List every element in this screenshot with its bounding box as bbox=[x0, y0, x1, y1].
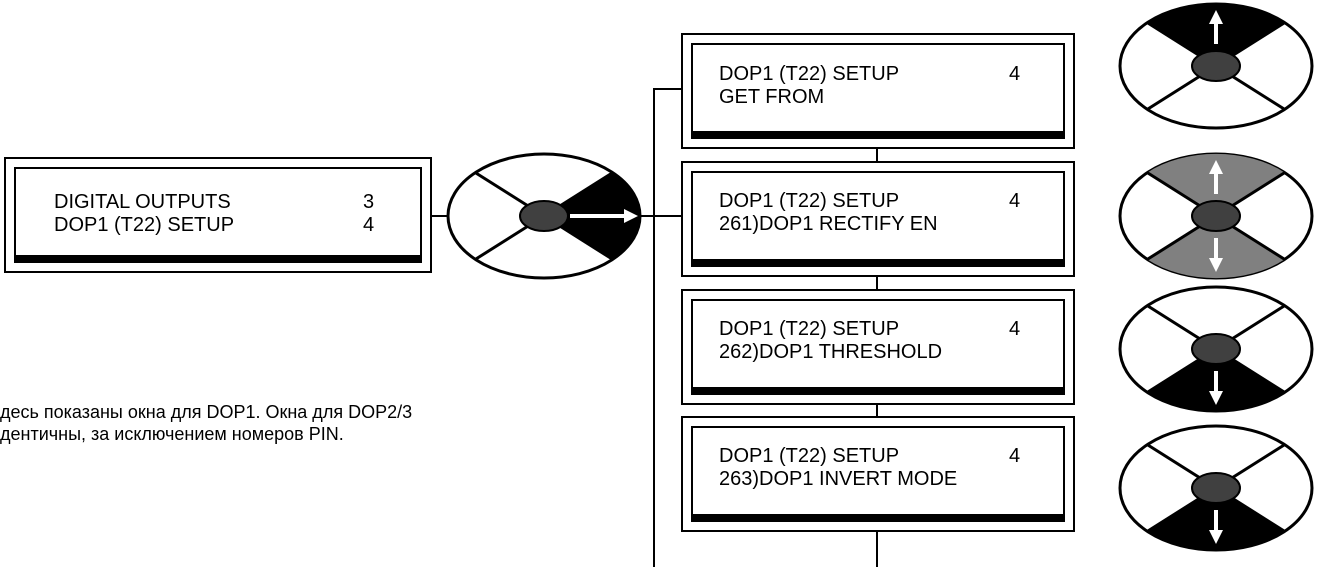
keypad-up-down-arrows-icon bbox=[1118, 152, 1314, 280]
display-frame bbox=[691, 426, 1065, 522]
keypad-down-arrow-icon bbox=[1118, 424, 1314, 552]
display-line-2: DOP1 (T22) SETUP bbox=[54, 214, 235, 236]
chain-link-4 bbox=[876, 530, 878, 567]
bus-branch-get-from bbox=[653, 88, 683, 90]
note-text: десь показаны окна для DOP1. Окна для DO… bbox=[0, 401, 420, 445]
display-line-2: GET FROM bbox=[719, 86, 825, 108]
display-invert-mode: DOP1 (T22) SETUP 4 263)DOP1 INVERT MODE bbox=[681, 416, 1075, 532]
display-frame bbox=[691, 43, 1065, 139]
display-line-1: DOP1 (T22) SETUP bbox=[719, 190, 900, 212]
chain-link-3 bbox=[876, 403, 878, 419]
display-line-1-number: 4 bbox=[1009, 190, 1021, 212]
keypad-right-arrow-icon bbox=[446, 152, 642, 280]
display-threshold: DOP1 (T22) SETUP 4 262)DOP1 THRESHOLD bbox=[681, 289, 1075, 405]
display-line-1-number: 4 bbox=[1009, 318, 1021, 340]
chain-link-2 bbox=[876, 275, 878, 291]
display-line-1: DIGITAL OUTPUTS bbox=[54, 191, 231, 213]
connector-keypad-to-bus bbox=[641, 215, 654, 217]
display-line-1-number: 4 bbox=[1009, 63, 1021, 85]
note-line-1: десь показаны окна для DOP1. Окна для DO… bbox=[0, 402, 413, 422]
display-line-2: 263)DOP1 INVERT MODE bbox=[719, 468, 958, 490]
display-frame bbox=[14, 167, 422, 263]
display-rectify-en: DOP1 (T22) SETUP 4 261)DOP1 RECTIFY EN bbox=[681, 161, 1075, 277]
display-line-2: 261)DOP1 RECTIFY EN bbox=[719, 213, 938, 235]
bus-branch-rectify bbox=[653, 215, 683, 217]
display-line-1: DOP1 (T22) SETUP bbox=[719, 318, 900, 340]
display-line-1-number: 3 bbox=[363, 191, 375, 213]
vertical-bus bbox=[653, 88, 655, 567]
keypad-down-arrow-icon bbox=[1118, 285, 1314, 413]
display-line-2-number: 4 bbox=[363, 214, 375, 236]
display-get-from: DOP1 (T22) SETUP 4 GET FROM bbox=[681, 33, 1075, 149]
menu-display-digital-outputs: DIGITAL OUTPUTS 3 DOP1 (T22) SETUP 4 bbox=[4, 157, 432, 273]
keypad-up-arrow-icon bbox=[1118, 2, 1314, 130]
display-line-1-number: 4 bbox=[1009, 445, 1021, 467]
display-line-1: DOP1 (T22) SETUP bbox=[719, 445, 900, 467]
display-line-2: 262)DOP1 THRESHOLD bbox=[719, 341, 943, 363]
note-line-2: дентичны, за исключением номеров PIN. bbox=[0, 424, 344, 444]
display-frame bbox=[691, 299, 1065, 395]
display-line-1: DOP1 (T22) SETUP bbox=[719, 63, 900, 85]
display-frame bbox=[691, 171, 1065, 267]
chain-link-1 bbox=[876, 148, 878, 164]
connector-menu-to-keypad bbox=[430, 215, 447, 217]
